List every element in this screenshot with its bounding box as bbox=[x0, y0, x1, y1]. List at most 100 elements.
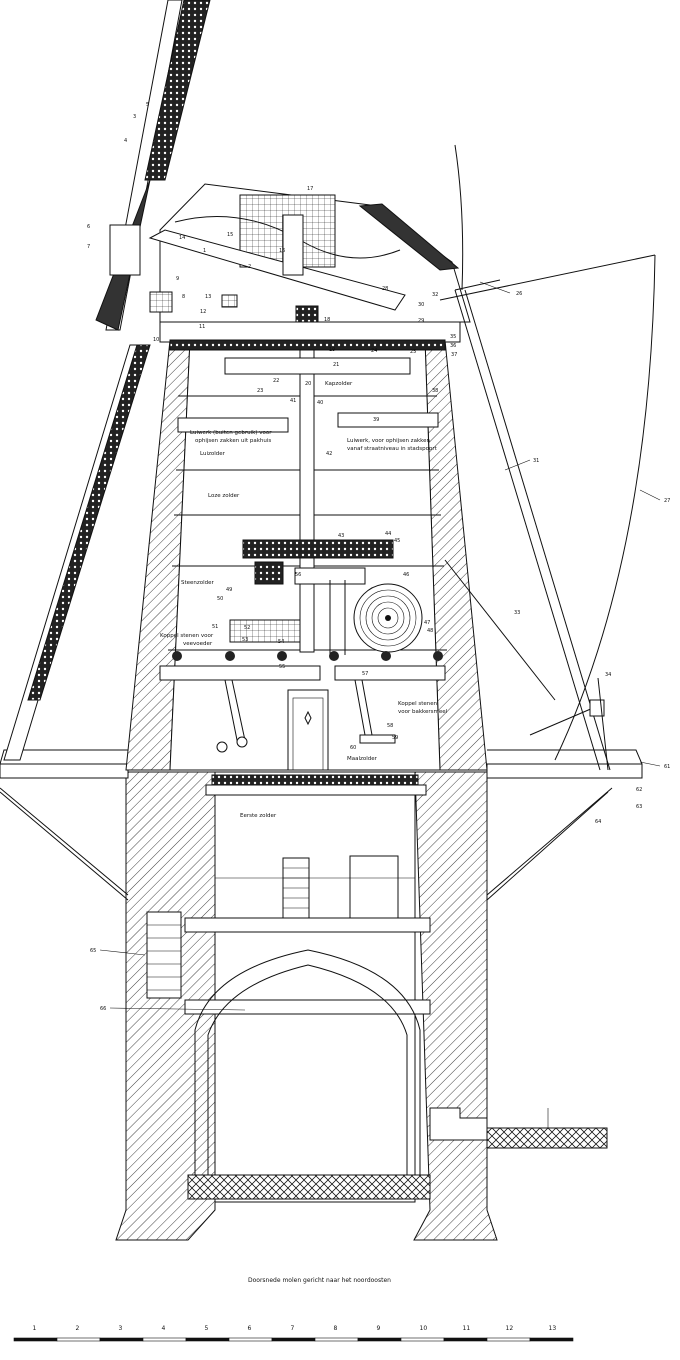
callout-50: 50 bbox=[217, 596, 223, 602]
callout-38: 38 bbox=[432, 388, 438, 394]
callout-35: 35 bbox=[450, 334, 456, 340]
scale-segment bbox=[99, 1337, 144, 1342]
scale-segment bbox=[357, 1337, 402, 1342]
callout-30: 30 bbox=[418, 302, 424, 308]
callout-45: 45 bbox=[394, 538, 400, 544]
scale-segment bbox=[271, 1337, 316, 1342]
callout-8: 8 bbox=[182, 294, 185, 300]
callout-43: 43 bbox=[338, 533, 344, 539]
callout-18: 18 bbox=[324, 317, 330, 323]
callout-19: 19 bbox=[329, 347, 335, 353]
tail-and-winch bbox=[439, 144, 656, 771]
callout-31: 31 bbox=[533, 458, 539, 464]
callout-41: 41 bbox=[290, 398, 296, 404]
callout-47: 47 bbox=[424, 620, 430, 626]
stage-gallery bbox=[0, 749, 643, 901]
scale-segment bbox=[486, 1337, 531, 1342]
cap bbox=[148, 183, 471, 351]
callout-40: 40 bbox=[317, 400, 323, 406]
scale-number: 9 bbox=[377, 1325, 381, 1332]
floor-label-kapzolder: Kapzolder bbox=[325, 381, 353, 387]
scale-number: 5 bbox=[205, 1325, 209, 1332]
callout-28: 28 bbox=[382, 286, 388, 292]
floor-label-eerste-zolder: Eerste zolder bbox=[240, 813, 277, 819]
callout-1: 1 bbox=[203, 248, 206, 254]
callout-51: 51 bbox=[212, 624, 218, 630]
scale-segment bbox=[228, 1337, 273, 1342]
callout-leader-31 bbox=[504, 459, 531, 471]
floor-label-steenzolder: Steenzolder bbox=[181, 580, 215, 586]
scale-segment bbox=[56, 1337, 101, 1342]
annotation-luiwerk-left-1: Luiwerk (buiten gebruik) voor bbox=[190, 430, 272, 436]
scale-segment bbox=[142, 1337, 187, 1342]
scale-number: 4 bbox=[162, 1325, 166, 1332]
scale-number: 2 bbox=[76, 1325, 80, 1332]
callout-44: 44 bbox=[385, 531, 391, 537]
callout-57: 57 bbox=[362, 671, 368, 677]
callout-37: 37 bbox=[451, 352, 457, 358]
callout-29: 29 bbox=[418, 318, 424, 324]
scale-number: 11 bbox=[463, 1325, 471, 1332]
callout-56: 56 bbox=[295, 572, 301, 578]
callout-5: 5 bbox=[146, 102, 149, 108]
callout-59: 59 bbox=[392, 735, 398, 741]
scale-segment bbox=[185, 1337, 230, 1342]
callout-65: 65 bbox=[90, 948, 96, 954]
callout-9: 9 bbox=[176, 276, 179, 282]
callout-32: 32 bbox=[432, 292, 438, 298]
callout-leader-64 bbox=[99, 949, 146, 956]
callout-27: 27 bbox=[664, 498, 670, 504]
callout-25: 25 bbox=[410, 349, 416, 355]
callout-49: 49 bbox=[226, 587, 232, 593]
annotation-luiwerk-right-1: Luiwerk, voor ophijsen zakken bbox=[347, 438, 430, 444]
callout-16: 16 bbox=[279, 248, 285, 254]
scale-segment bbox=[13, 1337, 58, 1342]
callout-leader-65 bbox=[109, 1007, 246, 1011]
callout-23: 23 bbox=[257, 388, 263, 394]
callout-55: 55 bbox=[279, 664, 285, 670]
callout-11: 11 bbox=[199, 324, 205, 330]
scale-segment bbox=[314, 1337, 359, 1342]
floor-label-luizolder: Luizolder bbox=[200, 451, 226, 457]
callout-62: 62 bbox=[636, 787, 642, 793]
callout-46: 46 bbox=[403, 572, 409, 578]
callout-12: 12 bbox=[200, 309, 206, 315]
callout-14: 14 bbox=[179, 235, 185, 241]
callout-4: 4 bbox=[124, 138, 127, 144]
drawing-caption: Doorsnede molen gericht naar het noordoo… bbox=[248, 1277, 391, 1284]
annotation-koppel-bak-1: Koppel stenen bbox=[398, 701, 438, 707]
callout-48: 48 bbox=[427, 628, 433, 634]
annotation-luiwerk-right-2: vanaf straatniveau in stadspoort bbox=[347, 446, 438, 452]
callout-22: 22 bbox=[273, 378, 279, 384]
callout-63: 63 bbox=[636, 804, 642, 810]
callout-24: 24 bbox=[371, 348, 377, 354]
callout-leader-27 bbox=[639, 489, 661, 501]
callout-58: 58 bbox=[387, 723, 393, 729]
callout-21: 21 bbox=[333, 362, 339, 368]
callout-26: 26 bbox=[516, 291, 522, 297]
floor-label-loze-zolder: Loze zolder bbox=[208, 493, 240, 499]
callout-54: 54 bbox=[278, 639, 284, 645]
scale-number: 10 bbox=[420, 1325, 428, 1332]
scale-number: 3 bbox=[119, 1325, 123, 1332]
scale-segment bbox=[529, 1337, 574, 1342]
callout-6: 6 bbox=[87, 224, 90, 230]
scale-number: 7 bbox=[291, 1325, 295, 1332]
base-tower bbox=[115, 771, 608, 1241]
callout-66: 66 bbox=[100, 1006, 106, 1012]
scale-number: 6 bbox=[248, 1325, 252, 1332]
callout-42: 42 bbox=[326, 451, 332, 457]
scale-segment bbox=[400, 1337, 445, 1342]
callout-13: 13 bbox=[205, 294, 211, 300]
mill-body bbox=[125, 321, 488, 771]
callout-2: 2 bbox=[248, 264, 251, 270]
callout-10: 10 bbox=[153, 337, 159, 343]
callout-7: 7 bbox=[87, 244, 90, 250]
annotation-koppel-vee-1: Koppel stenen voor bbox=[160, 633, 214, 639]
scale-number: 8 bbox=[334, 1325, 338, 1332]
annotation-koppel-bak-2: voor bakkersmeel bbox=[398, 709, 448, 715]
callout-36: 36 bbox=[450, 343, 456, 349]
callout-52: 52 bbox=[244, 625, 250, 631]
